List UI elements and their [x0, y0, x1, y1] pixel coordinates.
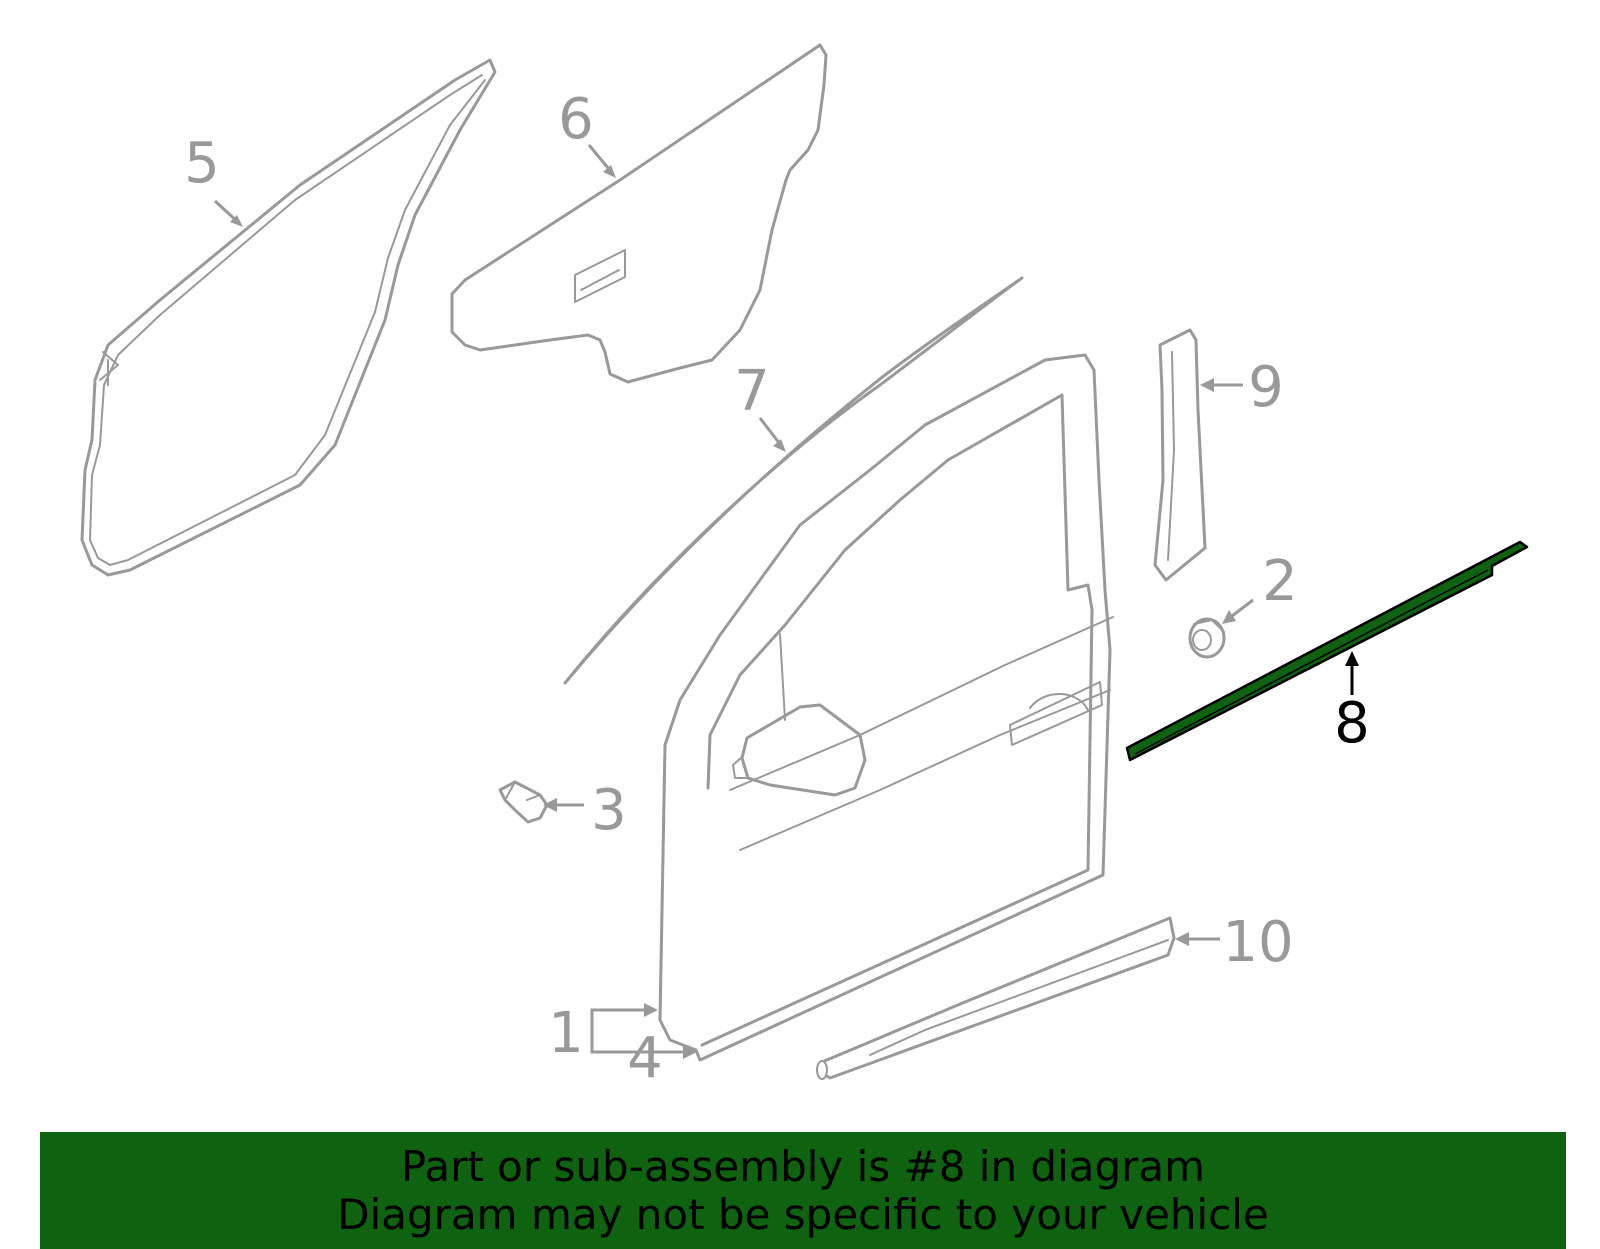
callout-9: 9 — [1248, 355, 1284, 420]
callout-1: 1 — [548, 1001, 584, 1066]
callout-6: 6 — [558, 87, 594, 152]
diagram-notice-banner: Part or sub-assembly is #8 in diagram Di… — [40, 1132, 1566, 1249]
part-10-lower-molding — [816, 916, 1176, 1080]
part-7-run-channel — [563, 276, 1024, 685]
callout-5: 5 — [184, 131, 220, 196]
callout-3: 3 — [591, 778, 627, 843]
part-8-belt-molding — [1125, 540, 1529, 762]
callout-8: 8 — [1334, 691, 1370, 756]
part-1-front-door — [658, 353, 1114, 1062]
callout-10: 10 — [1222, 910, 1293, 975]
banner-line-disclaimer: Diagram may not be specific to your vehi… — [337, 1189, 1269, 1239]
part-2-clip — [1188, 617, 1226, 659]
parts-diagram: 5 6 7 9 2 8 3 10 1 4 — [80, 43, 1529, 1091]
banner-line-part-number: Part or sub-assembly is #8 in diagram — [400, 1141, 1206, 1191]
callout-7: 7 — [734, 359, 770, 424]
callout-2: 2 — [1262, 549, 1298, 614]
part-3-plug — [498, 780, 549, 824]
part-6-door-glass — [450, 43, 828, 384]
part-5-weatherstrip — [80, 58, 497, 577]
callout-4: 4 — [627, 1026, 663, 1091]
leader-lines — [213, 144, 1359, 1059]
part-9-pillar-garnish — [1153, 328, 1207, 582]
